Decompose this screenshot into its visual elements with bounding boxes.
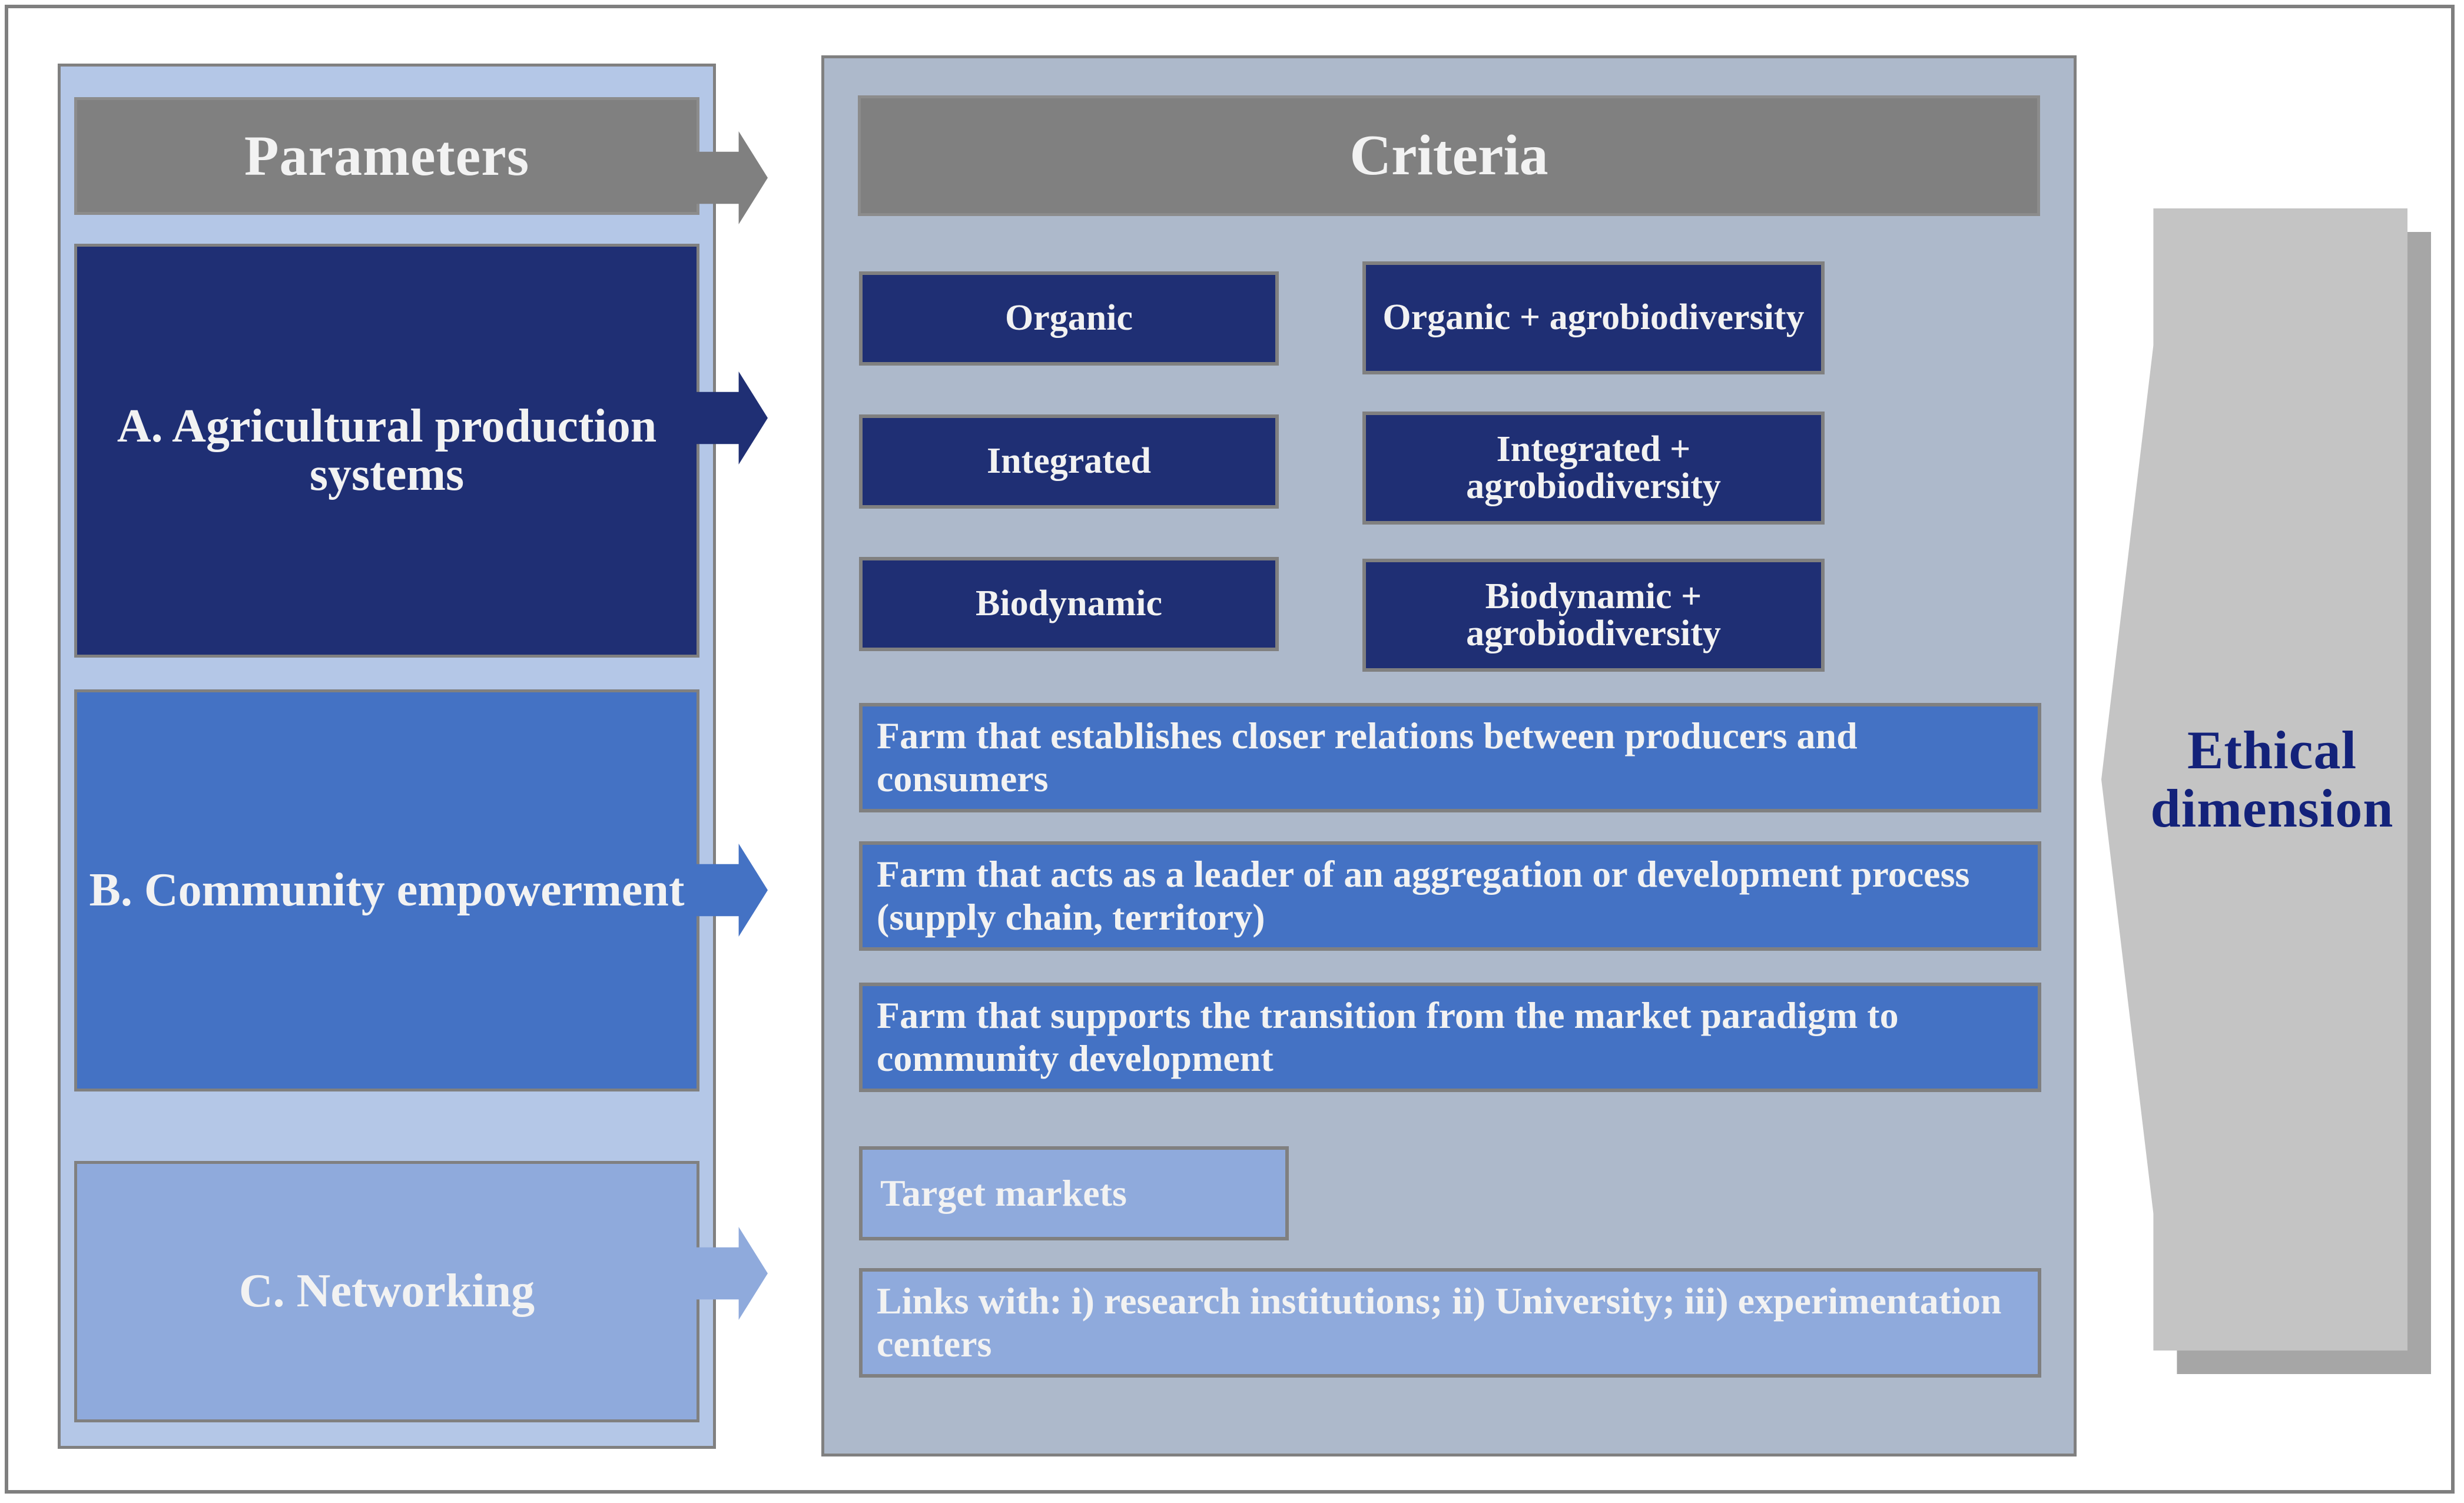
criteria-header-label: Criteria <box>1349 123 1548 187</box>
criterion-target-markets-label: Target markets <box>880 1172 1127 1214</box>
criterion-biodynamic[interactable]: Biodynamic <box>859 557 1279 651</box>
criterion-biodynamic-label: Biodynamic <box>976 583 1162 624</box>
criterion-biodynamic-agrobiodiversity[interactable]: Biodynamic + agrobiodiversity <box>1362 559 1825 672</box>
parameter-b-label: B. Community empowerment <box>89 864 685 916</box>
ethical-dimension-chevron: Ethical dimension <box>2101 208 2407 1351</box>
parameter-a-agricultural-production-systems[interactable]: A. Agricultural production systems <box>74 244 699 658</box>
criterion-integrated-agrobiodiversity-label: Integrated + agrobiodiversity <box>1466 429 1721 506</box>
criterion-integrated[interactable]: Integrated <box>859 414 1279 509</box>
criteria-header: Criteria <box>858 95 2040 216</box>
criterion-producer-consumer-relations-label: Farm that establishes closer relations b… <box>877 715 1858 799</box>
criterion-institutional-links-label: Links with: i) research institutions; ii… <box>877 1280 2002 1365</box>
parameter-a-label: A. Agricultural production systems <box>117 400 657 500</box>
parameter-c-networking[interactable]: C. Networking <box>74 1161 699 1422</box>
parameter-c-label: C. Networking <box>238 1265 535 1318</box>
criterion-organic-label: Organic <box>1005 298 1133 339</box>
criterion-aggregation-leader[interactable]: Farm that acts as a leader of an aggrega… <box>859 841 2041 951</box>
figure-frame: Parameters A. Agricultural production sy… <box>5 5 2455 1494</box>
criterion-market-to-community-transition-label: Farm that supports the transition from t… <box>877 994 1899 1079</box>
criterion-institutional-links[interactable]: Links with: i) research institutions; ii… <box>859 1268 2041 1378</box>
ethical-dimension-group: Ethical dimension <box>2101 208 2431 1374</box>
criterion-market-to-community-transition[interactable]: Farm that supports the transition from t… <box>859 983 2041 1092</box>
parameters-header-label: Parameters <box>244 124 530 188</box>
criterion-organic-agrobiodiversity-label: Organic + agrobiodiversity <box>1382 297 1805 338</box>
criterion-biodynamic-agrobiodiversity-label: Biodynamic + agrobiodiversity <box>1466 576 1721 653</box>
parameters-header: Parameters <box>74 97 699 215</box>
ethical-dimension-label: Ethical dimension <box>2150 719 2394 838</box>
criterion-target-markets[interactable]: Target markets <box>859 1146 1289 1240</box>
criterion-integrated-agrobiodiversity[interactable]: Integrated + agrobiodiversity <box>1362 412 1825 525</box>
criterion-organic-agrobiodiversity[interactable]: Organic + agrobiodiversity <box>1362 261 1825 374</box>
criterion-producer-consumer-relations[interactable]: Farm that establishes closer relations b… <box>859 703 2041 812</box>
criterion-integrated-label: Integrated <box>987 441 1151 482</box>
parameter-b-community-empowerment[interactable]: B. Community empowerment <box>74 689 699 1091</box>
criterion-organic[interactable]: Organic <box>859 271 1279 366</box>
criterion-aggregation-leader-label: Farm that acts as a leader of an aggrega… <box>877 853 1970 938</box>
